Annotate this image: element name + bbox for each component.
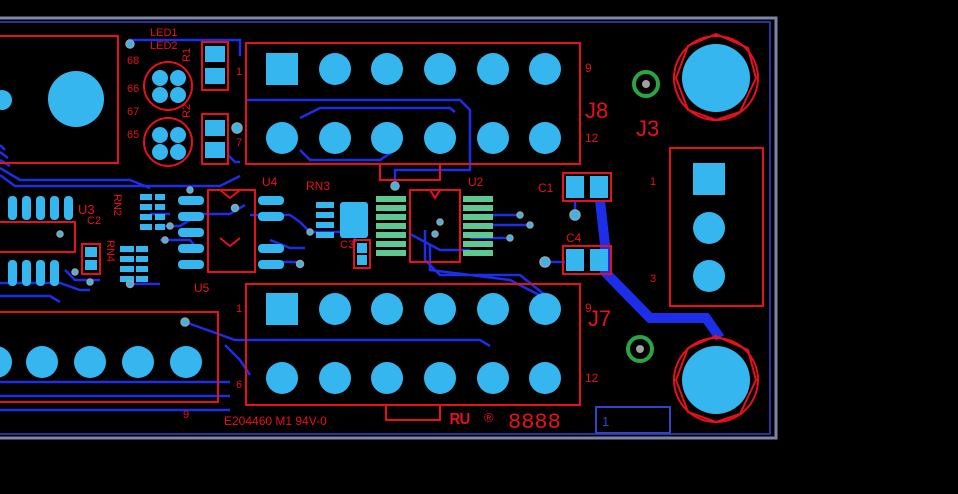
- c4-label: C4: [566, 231, 582, 245]
- ul-mark: ᴿᵁ: [450, 409, 470, 434]
- pads: [0, 44, 750, 414]
- pin65-label: 65: [127, 129, 139, 141]
- r1-label: R1: [181, 48, 193, 62]
- u3-label: U3: [78, 202, 95, 217]
- j7-pin12-label: 12: [585, 371, 599, 385]
- fine-pitch-pads: [376, 196, 493, 256]
- rn3-label: RN3: [306, 179, 330, 193]
- pin1-marker-j7: 1: [236, 303, 242, 315]
- c3-label: C3: [340, 239, 354, 251]
- board-marking: E204460 M1 94V-0: [224, 414, 327, 428]
- u4-label: U4: [262, 175, 278, 189]
- date-code: 8888: [508, 410, 561, 435]
- j3-label: J3: [636, 116, 659, 141]
- power-trace: [595, 199, 725, 341]
- fiducial-centers: [636, 80, 650, 353]
- j8-pin12-label: 12: [585, 131, 599, 145]
- rn2-label: RN2: [111, 194, 123, 216]
- pin67-label: 67: [127, 106, 139, 118]
- u5-label: U5: [194, 281, 210, 295]
- led1-label: LED1: [150, 27, 178, 39]
- pin68-label: 68: [127, 55, 139, 67]
- pin9-bottom-marker: 9: [183, 409, 189, 421]
- j8-label: J8: [585, 98, 608, 123]
- mounting-fiducials: [626, 70, 660, 363]
- board-outline: [0, 16, 778, 440]
- c2-label: C2: [87, 215, 101, 227]
- silkscreen-outlines: [0, 32, 764, 434]
- j3-pin1-label: 1: [650, 176, 656, 188]
- vias: [56, 39, 581, 327]
- pin1-marker-j8: 1: [236, 66, 242, 78]
- j7-pin9-label: 9: [585, 301, 592, 315]
- layer-number: 1: [602, 414, 609, 429]
- j3-pin3-label: 3: [650, 273, 656, 285]
- rn4-label: RN4: [104, 240, 116, 262]
- j8-pin9-label: 9: [585, 61, 592, 75]
- registered-mark: ®: [484, 410, 494, 425]
- r2-label: R2: [181, 104, 193, 118]
- pin66-label: 66: [127, 83, 139, 95]
- pin7-marker: 7: [236, 137, 242, 149]
- j7-label: J7: [588, 306, 611, 331]
- u2-label: U2: [468, 175, 484, 189]
- pin6-marker: 6: [236, 379, 242, 391]
- led2-label: LED2: [150, 40, 178, 52]
- c1-label: C1: [538, 181, 554, 195]
- board-inner-border: [0, 21, 771, 435]
